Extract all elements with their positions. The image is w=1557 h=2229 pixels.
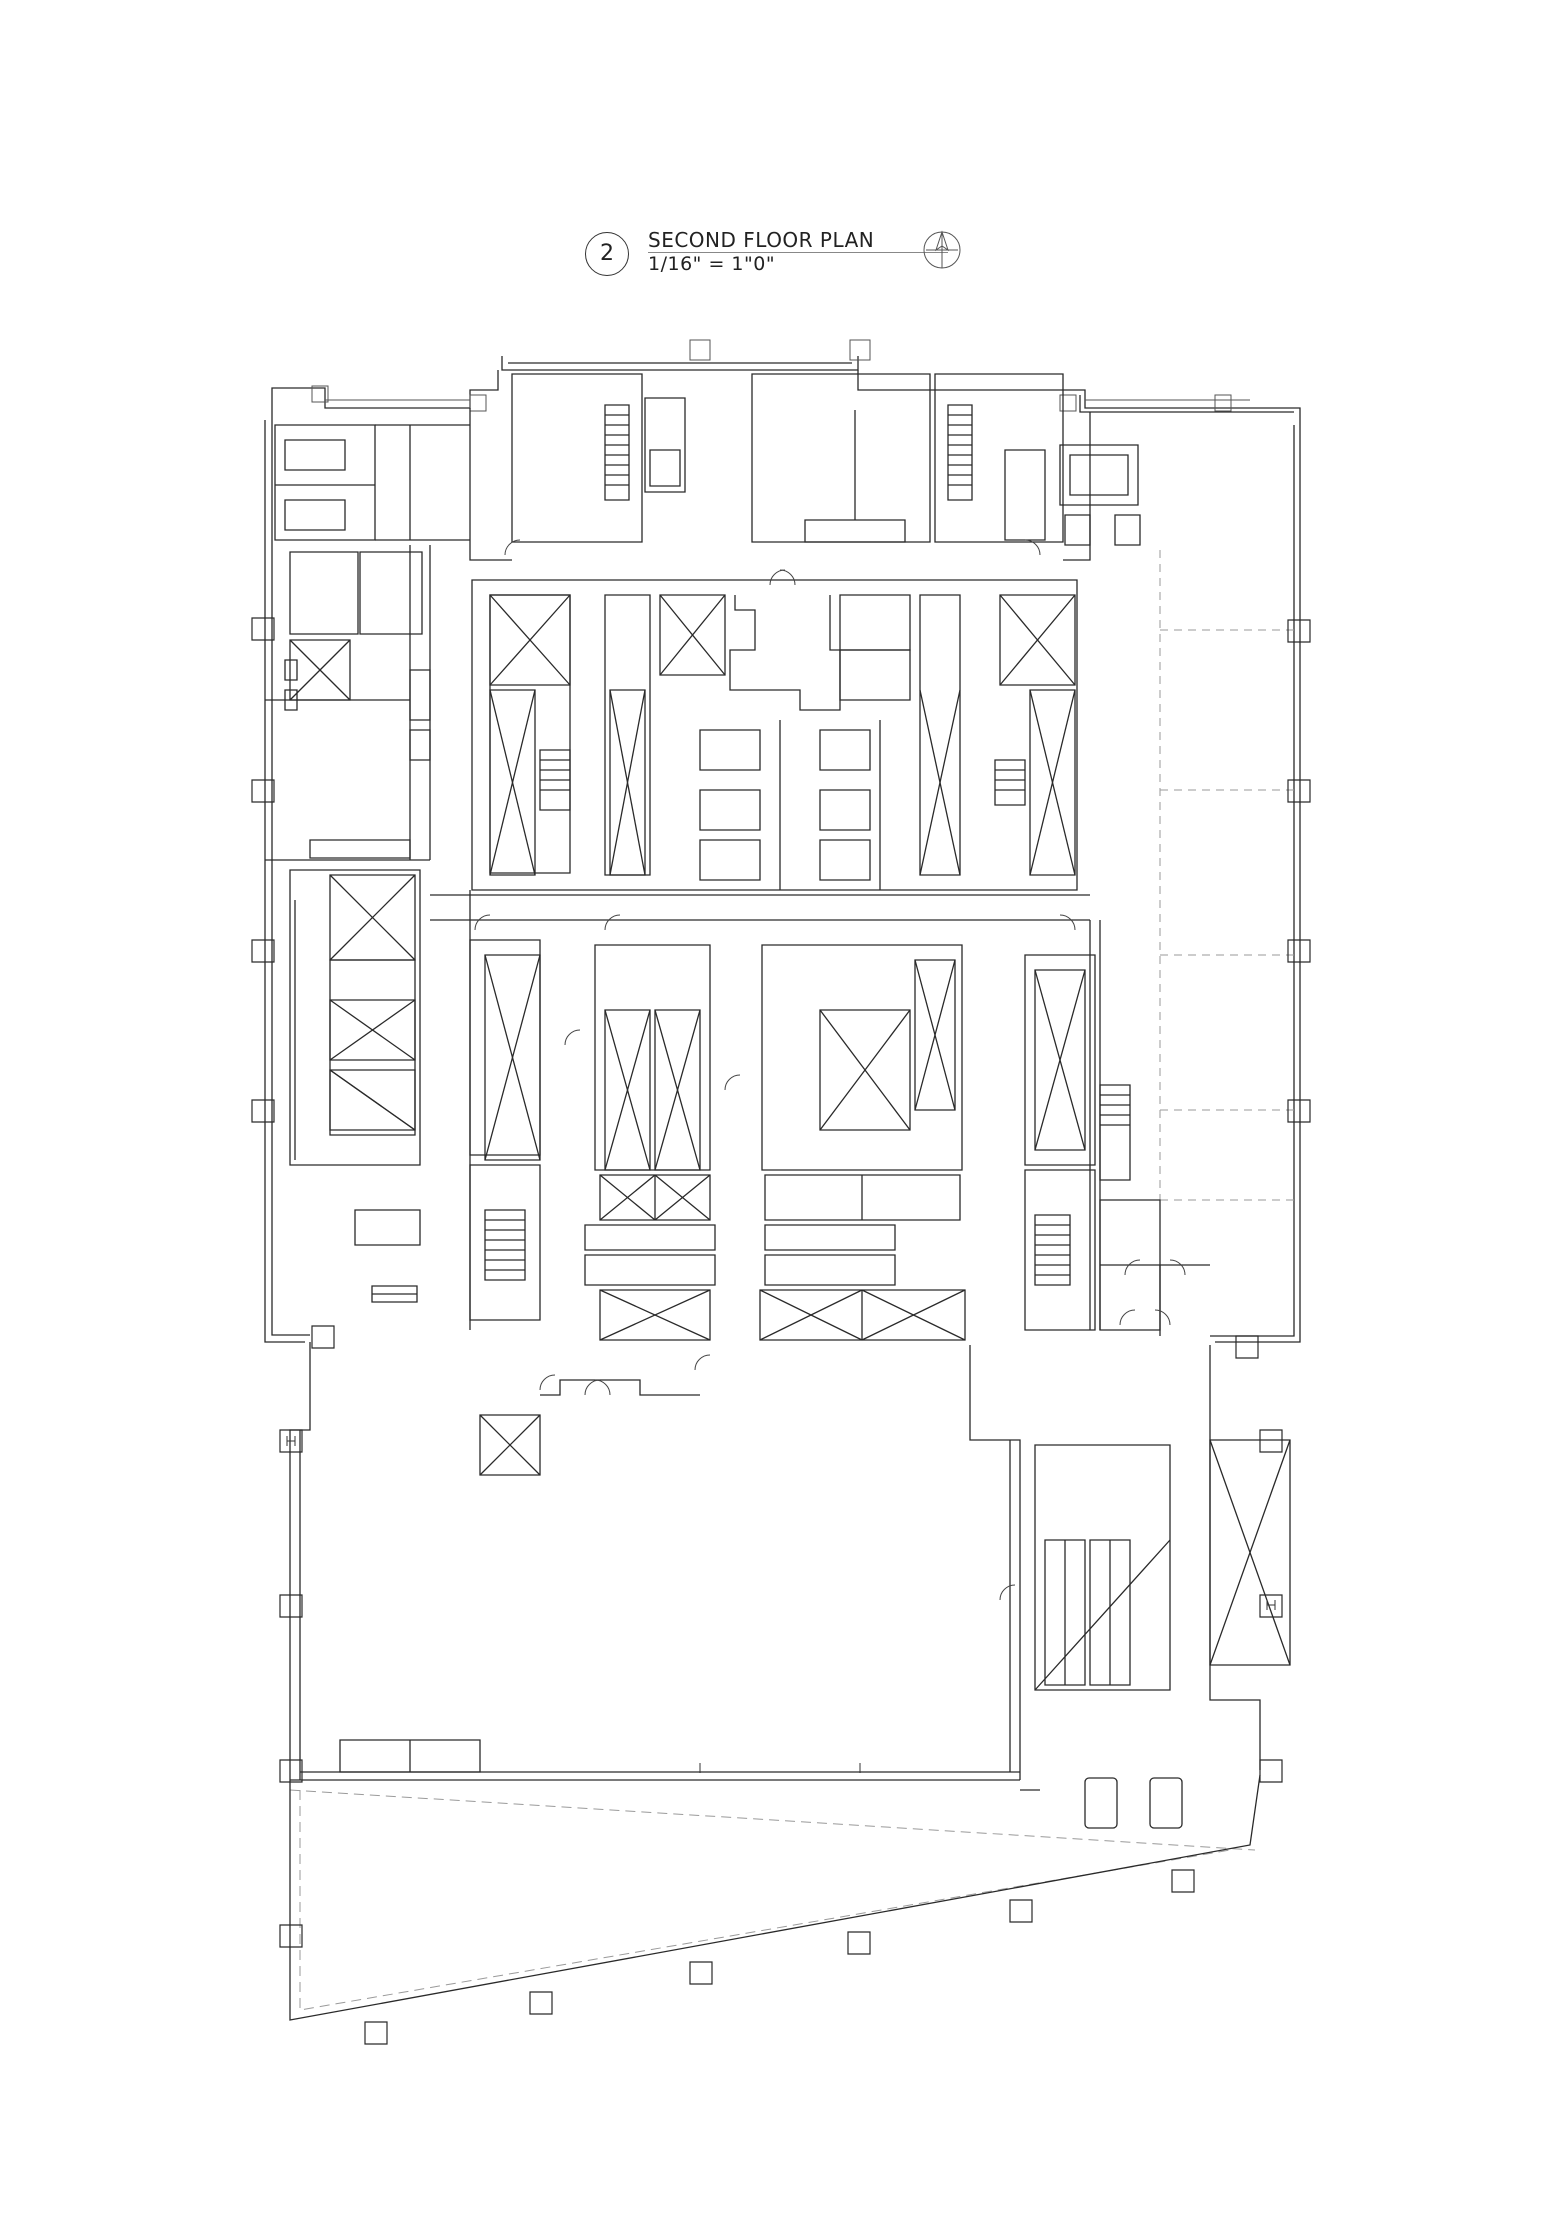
north-arrow-icon — [918, 226, 966, 274]
middle-core — [470, 940, 1095, 1330]
door-swings — [475, 540, 1185, 1600]
canopy-outline — [290, 1790, 1255, 2010]
title-underline — [648, 252, 948, 253]
top-left-rooms — [275, 425, 1140, 634]
upper-elevator-core — [472, 580, 1077, 890]
left-service-strip — [265, 545, 430, 860]
restrooms — [585, 1225, 965, 1340]
building-perimeter — [265, 356, 1300, 1342]
column-h-markers — [287, 1436, 1275, 1773]
lower-podium — [290, 1342, 1020, 1780]
escalator-zone — [1020, 1345, 1290, 1790]
right-open-area — [1160, 550, 1294, 1200]
drawing-title: SECOND FLOOR PLAN — [648, 228, 875, 252]
columns — [252, 618, 1310, 2044]
right-side-rooms — [1100, 1085, 1210, 1336]
top-parapet — [312, 340, 1250, 411]
drawing-number: 2 — [585, 232, 629, 276]
lower-right-features — [1085, 1778, 1182, 1828]
left-elevator-bank — [290, 870, 420, 1302]
top-core — [470, 374, 1090, 560]
drawing-scale: 1/16" = 1"0" — [648, 253, 776, 275]
canopy-edge — [290, 1775, 1260, 2020]
title-block: 2 SECOND FLOOR PLAN 1/16" = 1"0" — [585, 226, 995, 286]
